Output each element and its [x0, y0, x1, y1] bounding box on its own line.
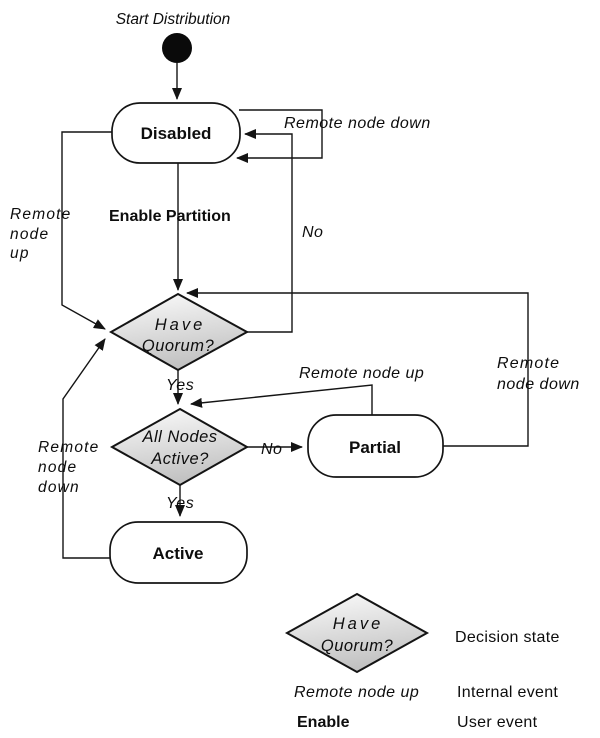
legend-internal-event-label: Internal event: [457, 684, 558, 701]
legend-user-event-symbol: Enable: [297, 714, 350, 731]
legend-decision-symbol-line2: Quorum?: [321, 637, 394, 655]
legend-internal-event-symbol: Remote node up: [294, 684, 419, 701]
svg-text:down: down: [38, 479, 80, 496]
svg-text:Have: Have: [155, 316, 206, 334]
partial-state-label: Partial: [349, 438, 401, 457]
remote-node-up-partial-label: Remote node up: [299, 365, 424, 382]
state-active: [109, 521, 248, 584]
edge-remote-node-down-self-loop: [236, 109, 323, 163]
legend: Have Quorum? Decision state Remote node …: [284, 592, 560, 731]
no-quorum-label: No: [302, 224, 323, 241]
svg-text:Active?: Active?: [150, 450, 209, 468]
disabled-state-label: Disabled: [141, 124, 212, 143]
enable-partition-label: Enable Partition: [109, 208, 231, 225]
start-distribution-label: Start Distribution: [116, 11, 231, 28]
edge-remote-node-up-partial-to-allnodes: [190, 384, 373, 415]
edge-remote-node-down-active-to-quorum: [62, 338, 110, 559]
yes-allnodes-label: Yes: [166, 495, 194, 512]
remote-node-up-disabled-label: Remote node up: [10, 206, 71, 262]
svg-text:Quorum?: Quorum?: [142, 337, 215, 355]
legend-decision-label: Decision state: [455, 629, 560, 646]
svg-text:Remote: Remote: [10, 206, 71, 223]
no-allnodes-label: No: [261, 441, 282, 458]
svg-text:node: node: [10, 226, 49, 243]
decision-all-nodes-active: [109, 407, 250, 487]
yes-quorum-label: Yes: [166, 377, 194, 394]
start-state-node: [162, 33, 192, 63]
edge-remote-node-up-disabled-to-quorum: [61, 131, 112, 330]
decision-have-quorum: [108, 292, 250, 372]
remote-node-down-active-label: Remote node down: [38, 439, 99, 496]
active-state-label: Active: [152, 544, 203, 563]
have-quorum-decision-label: Have Quorum?: [142, 316, 215, 355]
svg-text:node: node: [38, 459, 77, 476]
legend-decision-symbol-line1: Have: [333, 615, 384, 633]
remote-node-down-partial-label: Remote node down: [497, 355, 580, 393]
svg-text:up: up: [10, 245, 30, 262]
edge-no-quorum-to-disabled: [244, 129, 293, 333]
edge-remote-node-down-partial-to-quorum: [186, 288, 529, 447]
legend-user-event-label: User event: [457, 714, 538, 731]
svg-text:Remote: Remote: [497, 355, 560, 372]
remote-node-down-self-label: Remote node down: [284, 115, 431, 132]
all-nodes-active-decision-label: All Nodes Active?: [141, 428, 217, 468]
legend-decision-symbol: [284, 592, 430, 674]
svg-text:All Nodes: All Nodes: [141, 428, 217, 446]
svg-text:node down: node down: [497, 376, 580, 393]
svg-text:Remote: Remote: [38, 439, 99, 456]
state-partial: [307, 414, 444, 478]
state-disabled: [111, 102, 241, 164]
